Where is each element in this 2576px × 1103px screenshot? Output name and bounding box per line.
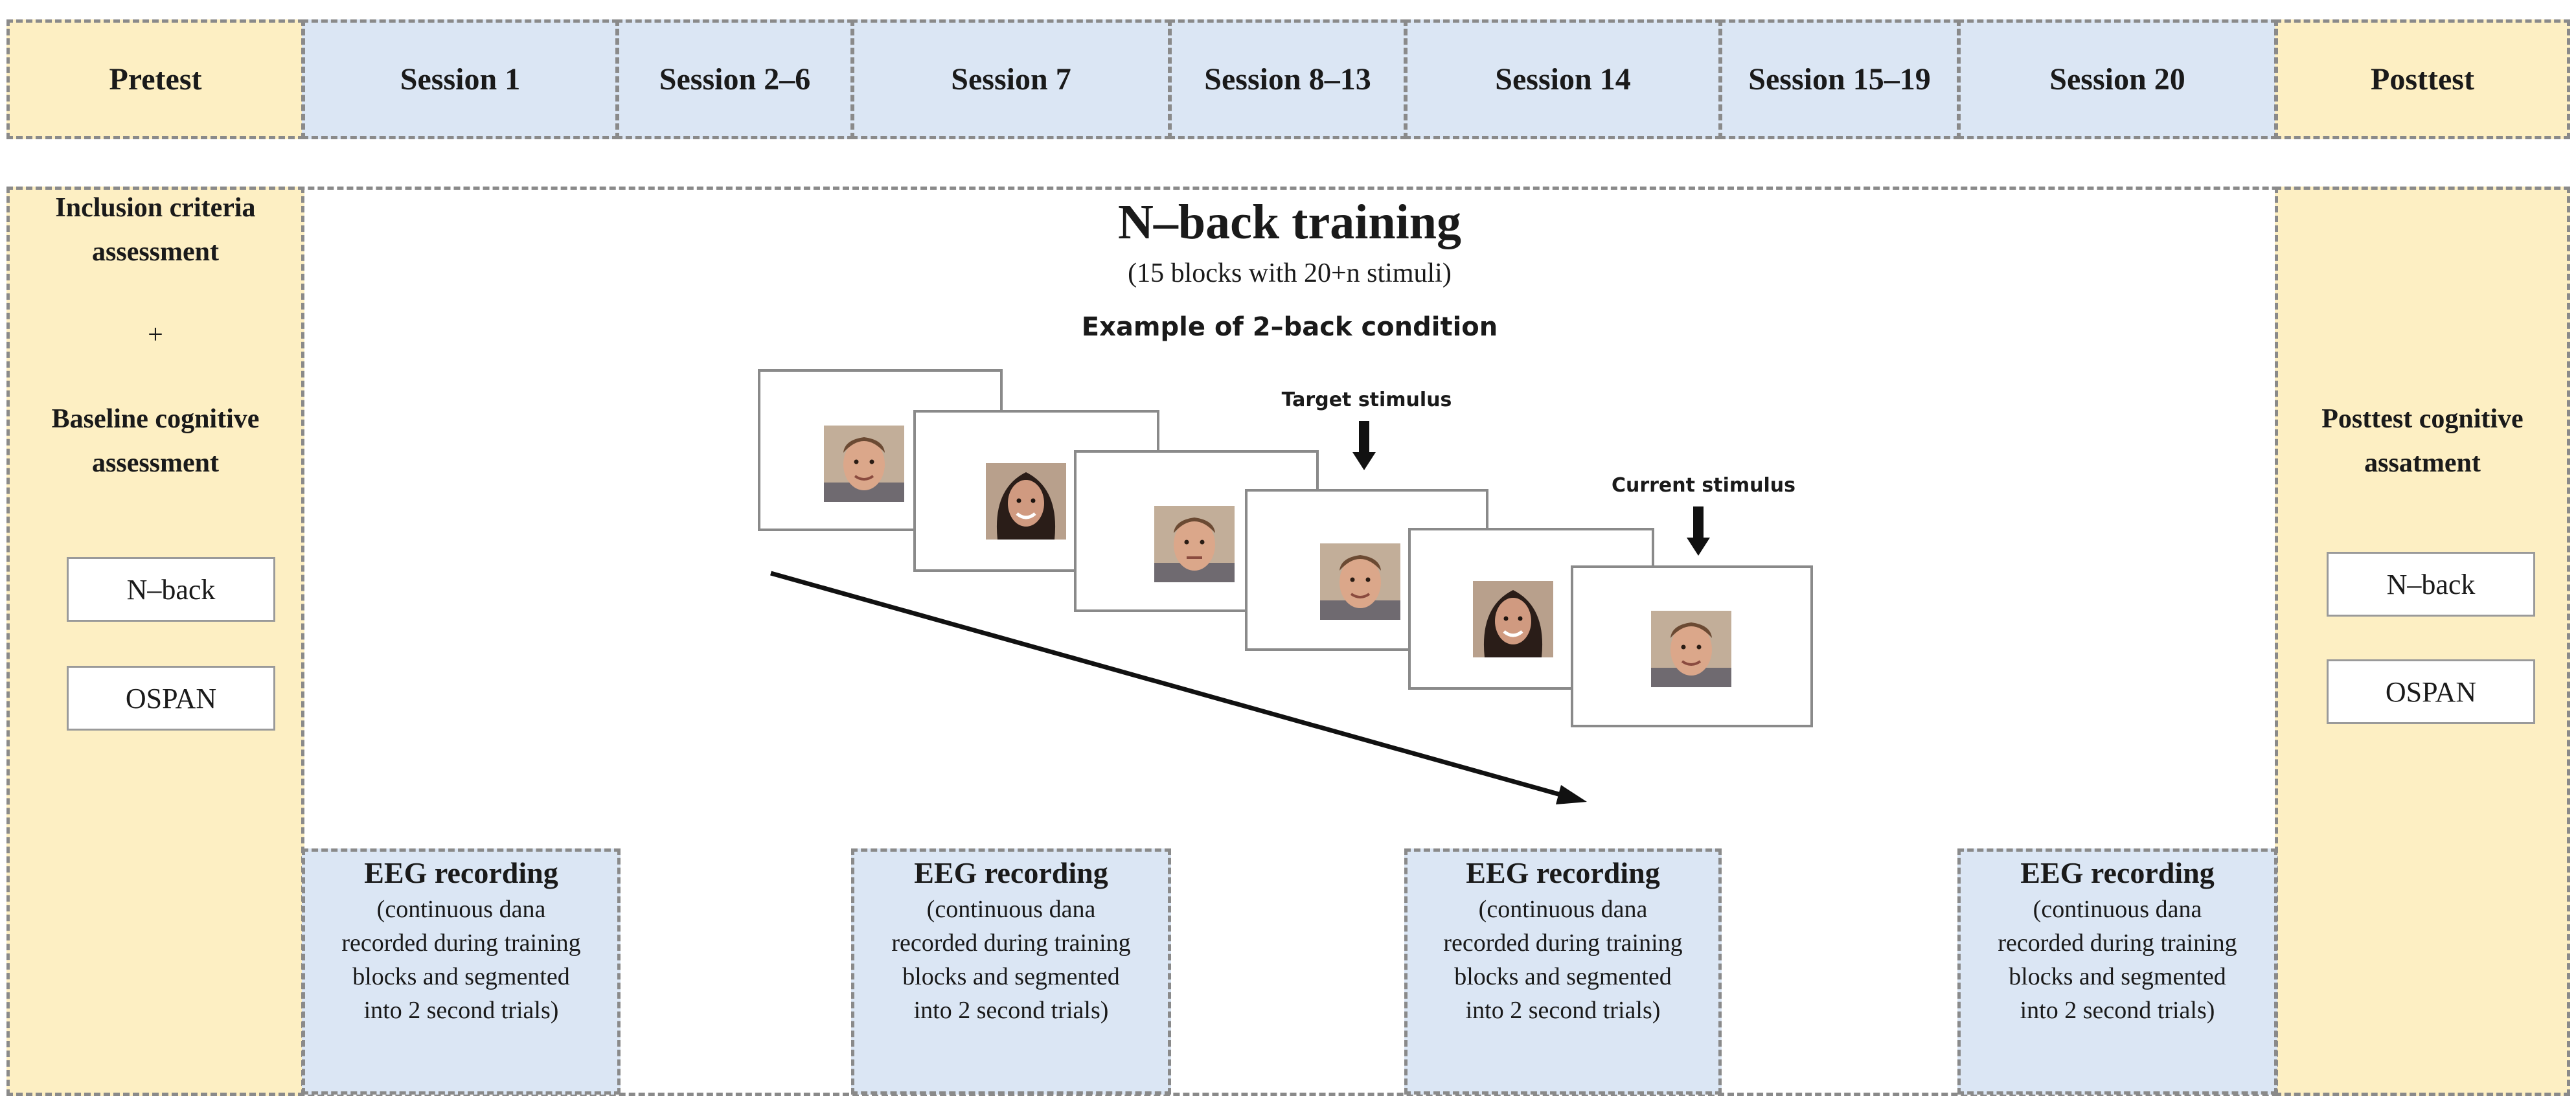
- eeg-title: EEG recording: [2020, 856, 2215, 889]
- eeg-title: EEG recording: [914, 856, 1108, 889]
- pretest-nback-box: N–back: [67, 557, 275, 622]
- face-female-icon: [1473, 581, 1553, 657]
- posttest-panel: Posttest cognitive assatment N–back OSPA…: [2275, 187, 2570, 1096]
- face-male-icon: [1651, 611, 1731, 687]
- baseline-assessment-label: assessment: [92, 448, 219, 478]
- eeg-title: EEG recording: [364, 856, 558, 889]
- header-posttest: Posttest: [2275, 19, 2570, 139]
- header-session-15-19: Session 15–19: [1719, 19, 1960, 139]
- time-arrow-icon: [770, 571, 1587, 804]
- face-female-icon: [986, 463, 1066, 540]
- stimulus-frame-6-current: [1571, 565, 1813, 727]
- training-subtitle: (15 blocks with 20+n stimuli): [1128, 258, 1452, 288]
- target-down-arrow-icon: [1352, 421, 1376, 470]
- example-label: Example of 2–back condition: [1081, 312, 1498, 342]
- posttest-nback-box: N–back: [2327, 552, 2535, 617]
- pretest-ospan-box: OSPAN: [67, 666, 275, 731]
- current-stimulus-label: Current stimulus: [1611, 474, 1796, 497]
- posttest-assatment-label: assatment: [2364, 448, 2481, 478]
- training-title: N–back training: [1118, 195, 1461, 249]
- header-session-7: Session 7: [851, 19, 1171, 139]
- header-session-8-13: Session 8–13: [1168, 19, 1407, 139]
- face-male-icon: [824, 426, 904, 502]
- pretest-panel: Inclusion criteria assessment + Baseline…: [6, 187, 304, 1096]
- plus-sign: +: [148, 320, 163, 350]
- header-pretest: Pretest: [6, 19, 304, 139]
- header-session-2-6: Session 2–6: [616, 19, 854, 139]
- posttest-cognitive-label: Posttest cognitive: [2321, 404, 2524, 434]
- posttest-ospan-box: OSPAN: [2327, 659, 2535, 724]
- header-session-1: Session 1: [302, 19, 619, 139]
- current-down-arrow-icon: [1687, 506, 1710, 556]
- baseline-cognitive-label: Baseline cognitive: [51, 404, 260, 434]
- inclusion-criteria-label: Inclusion criteria: [55, 193, 256, 223]
- target-stimulus-label: Target stimulus: [1281, 389, 1452, 411]
- face-male-icon: [1154, 506, 1235, 582]
- header-session-14: Session 14: [1404, 19, 1722, 139]
- assessment-label: assessment: [92, 237, 219, 267]
- header-session-20: Session 20: [1957, 19, 2277, 139]
- face-male-icon: [1320, 543, 1400, 620]
- eeg-title: EEG recording: [1466, 856, 1660, 889]
